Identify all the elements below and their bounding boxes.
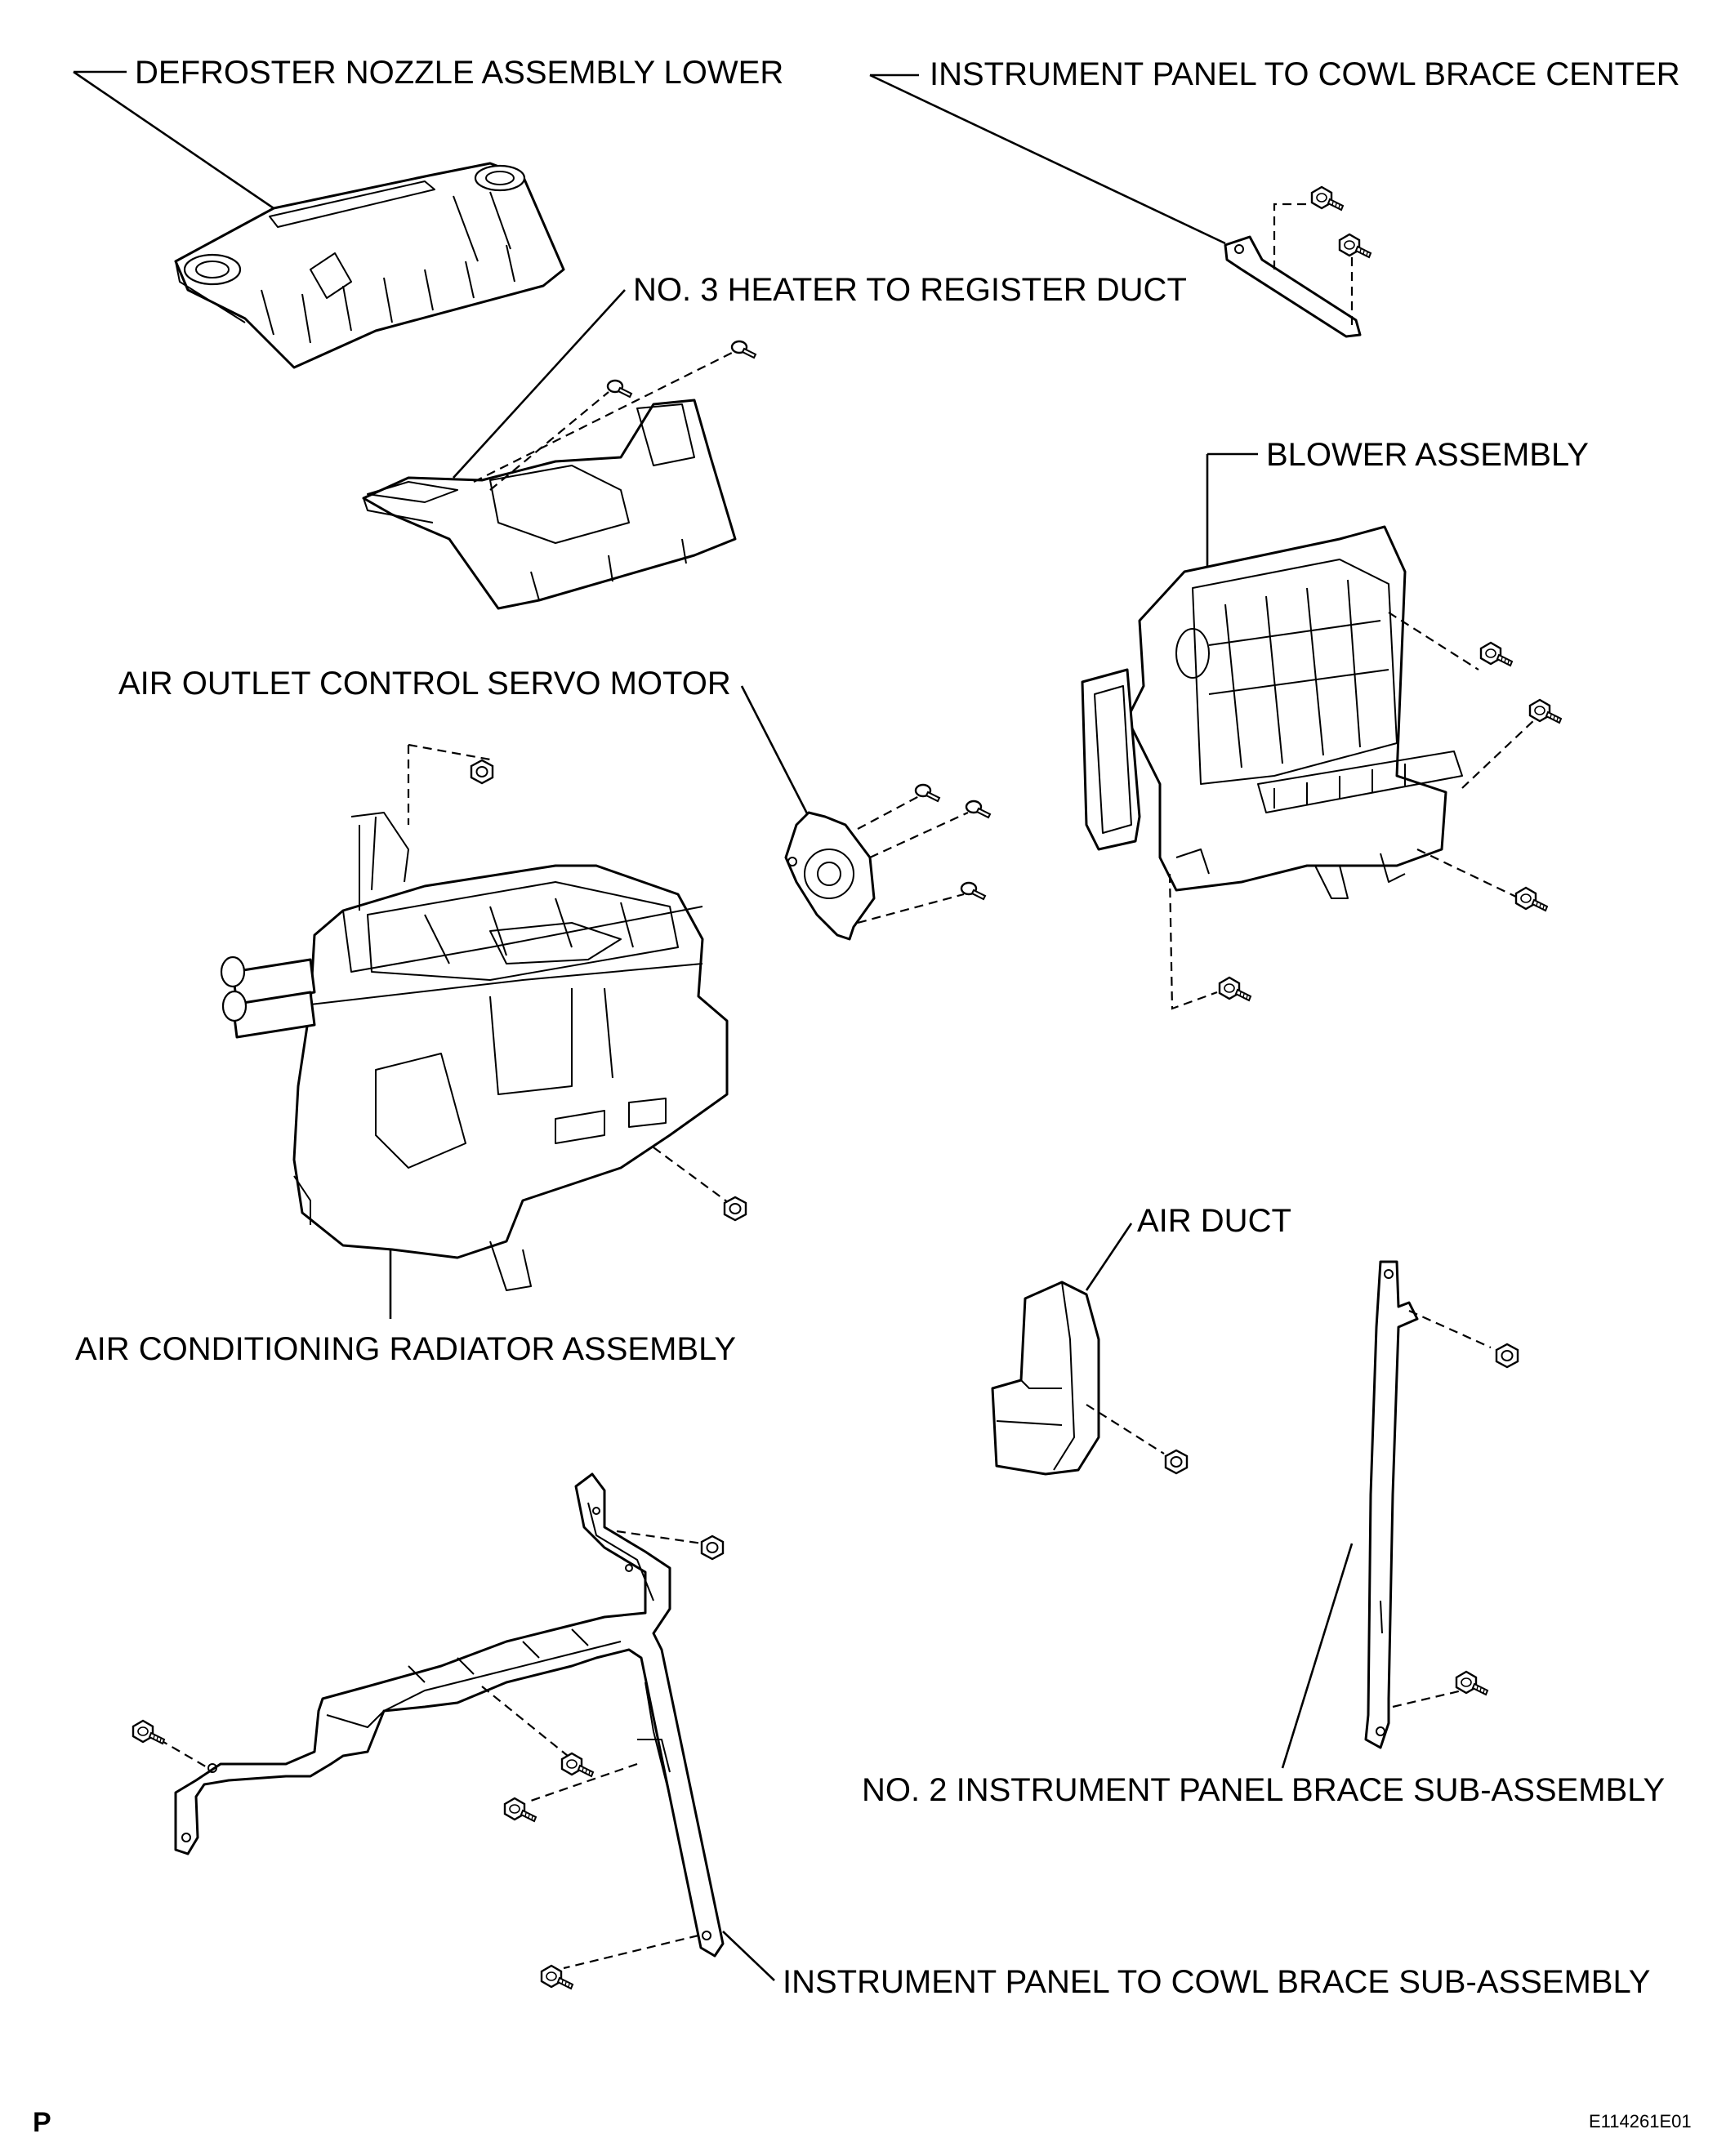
bolt-icon	[1338, 233, 1372, 259]
nut-icon	[723, 1196, 747, 1222]
screw-icon	[730, 340, 757, 359]
screw-icon	[965, 800, 992, 819]
screw-icon	[914, 783, 941, 803]
bolt-icon	[540, 1964, 574, 1990]
radiator-label-text: AIR CONDITIONING RADIATOR ASSEMBLY	[75, 1331, 736, 1367]
label-ip-brace-2: NO. 2 INSTRUMENT PANEL BRACE SUB-ASSEMBL…	[862, 1543, 1665, 1808]
ip-cowl-sub-label-text: INSTRUMENT PANEL TO COWL BRACE SUB-ASSEM…	[783, 1964, 1650, 2000]
label-defroster-nozzle: DEFROSTER NOZZLE ASSEMBLY LOWER	[73, 55, 783, 210]
ip-cowl-sub-drawing	[132, 1472, 725, 1990]
label-blower: BLOWER ASSEMBLY	[1206, 437, 1589, 572]
bolt-icon	[1479, 641, 1514, 667]
bolt-icon	[560, 1752, 595, 1778]
blower-assembly-drawing	[1081, 525, 1563, 1010]
defroster-label-text: DEFROSTER NOZZLE ASSEMBLY LOWER	[135, 55, 783, 91]
radiator-assembly-drawing	[220, 743, 747, 1291]
defroster-nozzle-drawing	[174, 162, 565, 369]
heater-duct-drawing	[362, 340, 757, 610]
ip-cowl-center-label-text: INSTRUMENT PANEL TO COWL BRACE CENTER	[930, 56, 1680, 92]
ip-brace-2-drawing	[1364, 1260, 1519, 1749]
blower-label-text: BLOWER ASSEMBLY	[1266, 437, 1589, 473]
ip-cowl-brace-center-drawing	[1224, 185, 1372, 338]
bolt-icon	[1218, 976, 1252, 1002]
bolt-icon	[503, 1797, 537, 1823]
page-marker: P	[33, 2107, 51, 2138]
figure-code: E114261E01	[1589, 2111, 1692, 2132]
nut-icon	[700, 1535, 725, 1561]
bolt-icon	[1514, 886, 1549, 912]
nut-icon	[1164, 1449, 1189, 1475]
bolt-icon	[1455, 1670, 1489, 1696]
screw-icon	[960, 881, 987, 901]
bolt-icon	[1310, 185, 1345, 212]
nut-icon	[470, 759, 494, 785]
label-radiator: AIR CONDITIONING RADIATOR ASSEMBLY	[75, 1250, 736, 1367]
air-duct-drawing	[991, 1281, 1189, 1476]
label-air-duct: AIR DUCT	[1085, 1203, 1291, 1291]
servo-motor-drawing	[784, 783, 992, 941]
heater-duct-label-text: NO. 3 HEATER TO REGISTER DUCT	[633, 272, 1187, 308]
air-duct-label-text: AIR DUCT	[1137, 1203, 1291, 1239]
nut-icon	[1495, 1343, 1519, 1369]
label-servo-motor: AIR OUTLET CONTROL SERVO MOTOR	[118, 666, 810, 817]
ip-brace2-label-text: NO. 2 INSTRUMENT PANEL BRACE SUB-ASSEMBL…	[862, 1772, 1665, 1808]
servo-label-text: AIR OUTLET CONTROL SERVO MOTOR	[118, 666, 731, 702]
label-ip-cowl-sub: INSTRUMENT PANEL TO COWL BRACE SUB-ASSEM…	[722, 1931, 1650, 2000]
bolt-icon	[1528, 698, 1563, 724]
label-heater-duct: NO. 3 HEATER TO REGISTER DUCT	[453, 272, 1187, 479]
screw-icon	[606, 379, 633, 399]
bolt-icon	[132, 1719, 166, 1745]
label-ip-cowl-brace-center: INSTRUMENT PANEL TO COWL BRACE CENTER	[869, 56, 1680, 245]
